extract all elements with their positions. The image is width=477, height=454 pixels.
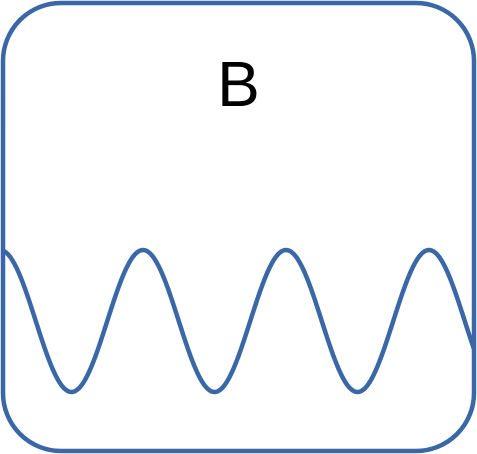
sine-wave — [3, 247, 474, 395]
panel-label: B — [217, 48, 260, 120]
